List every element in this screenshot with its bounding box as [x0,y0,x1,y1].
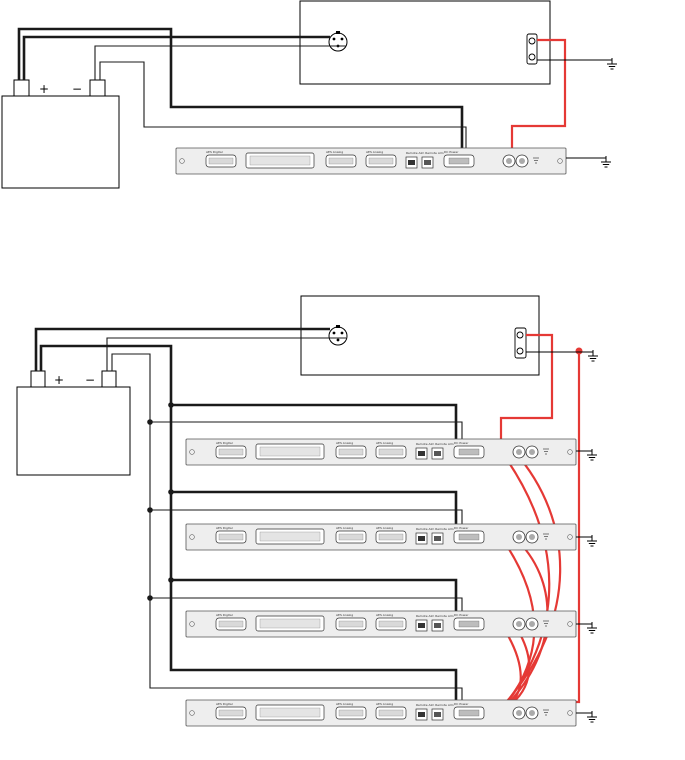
battery-minus-label: − [85,373,95,387]
panel-label: AES Digital [216,613,233,617]
battery [1,95,120,189]
battery-terminal-negative [101,370,117,388]
return-branch [150,421,463,440]
panel-label: AES Analog [336,702,353,706]
xlr-wire [34,327,330,371]
ground-link-wire [499,333,554,440]
panel-label: AES Analog [336,441,353,445]
return-branch [150,509,463,525]
positive-branch [171,490,458,525]
positive-wire [17,27,464,150]
return-wire [111,353,463,702]
panel-label: DC Power [454,613,469,617]
rack-panel: AES Digital AES Analog AES Analog Remote… [185,610,577,638]
panel-label: AES Digital [216,526,233,530]
rack-panel: AES Digital AES Analog AES Analog Remote… [175,147,567,175]
bottom-diagram: + − AES Digital [16,295,599,727]
panel-label: Remote Alm Remote Alm [406,151,444,155]
panel-label: AES Analog [336,613,353,617]
panel-label: Remote Alm Remote Alm [416,614,454,618]
rack-panel: AES Digital AES Analog AES Analog Remote… [185,523,577,551]
panel-label: AES Analog [376,441,393,445]
xlr-wire [22,35,330,80]
panel-label: AES Digital [216,441,233,445]
panel-label: Remote Alm Remote Alm [416,527,454,531]
panel-label: AES Digital [206,150,223,154]
panel-label: AES Analog [376,613,393,617]
ground-terminal-block [526,33,538,65]
junction-dots [147,402,174,601]
positive-branch [171,403,458,440]
panel-label: AES Analog [376,526,393,530]
battery-plus-label: + [39,82,49,96]
panel-label: DC Power [444,150,459,154]
negative-wire [106,337,346,371]
battery [16,386,131,476]
top-diagram: + − AES Digital AES Analog AES Analog Re… [1,0,618,189]
panel-label: AES Digital [216,702,233,706]
negative-wire [94,45,346,80]
panel-label: Remote Alm Remote Alm [416,442,454,446]
panel-label: AES Analog [376,702,393,706]
ground-terminal-block [514,327,527,359]
ground-junction [575,347,583,355]
panel-label: DC Power [454,441,469,445]
panel-label: DC Power [454,526,469,530]
ground-link-wire [501,450,562,708]
positive-branch [171,578,458,612]
battery-minus-label: − [72,82,82,96]
rack-panel: AES Digital AES Analog AES Analog Remote… [185,699,577,727]
return-branch [150,597,463,612]
battery-plus-label: + [54,373,64,387]
return-wire [99,61,467,150]
battery-terminal-negative [89,79,106,97]
panel-label: AES Analog [326,150,343,154]
rack-panel: AES Digital AES Analog AES Analog Remote… [185,438,577,466]
panel-label: DC Power [454,702,469,706]
panel-label: Remote Alm Remote Alm [416,703,454,707]
panel-label: AES Analog [366,150,383,154]
battery-terminal-positive [30,370,46,388]
panel-label: AES Analog [336,526,353,530]
ground-link-wire [510,38,567,150]
positive-wire [39,344,458,702]
battery-terminal-positive [13,79,30,97]
